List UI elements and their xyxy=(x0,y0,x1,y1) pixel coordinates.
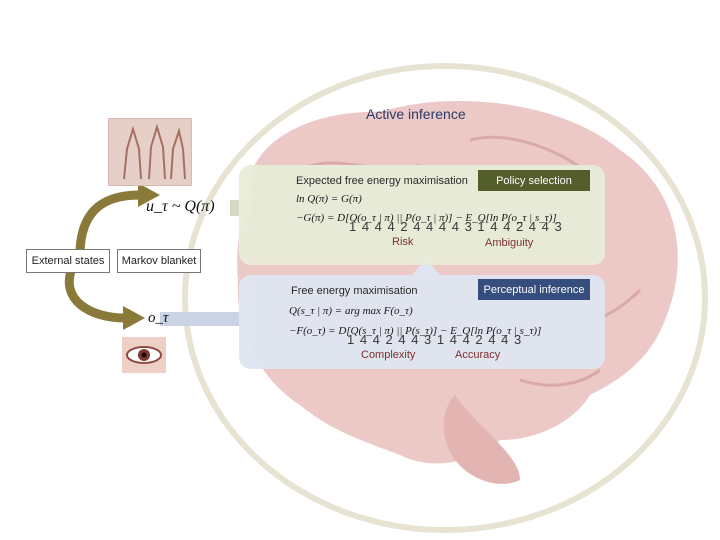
perceptual-inference-tag: Perceptual inference xyxy=(478,279,590,300)
policy-underbraces: 1 4 4 4 2 4 4 4 4 3 1 4 4 2 4 4 3 xyxy=(349,219,563,234)
markov-blanket-label: Markov blanket xyxy=(117,249,201,273)
policy-selection-panel: Expected free energy maximisation Policy… xyxy=(239,165,605,265)
policy-equation-1: ln Q(π) = G(π) xyxy=(296,193,362,205)
ambiguity-label: Ambiguity xyxy=(485,237,534,249)
eye-icon xyxy=(122,337,166,373)
policy-selection-tag: Policy selection xyxy=(478,170,590,191)
perceptual-panel-heading: Free energy maximisation xyxy=(291,285,418,297)
outer-ring xyxy=(182,63,708,533)
arrow-from-observation xyxy=(64,266,126,323)
up-arrow xyxy=(412,259,440,275)
risk-label: Risk xyxy=(392,236,414,248)
observation-equation: o_τ xyxy=(148,310,169,326)
action-equation: u_τ ~ Q(π) xyxy=(146,198,215,215)
complexity-label: Complexity xyxy=(361,349,416,361)
arrow-to-action xyxy=(75,190,141,256)
perceptual-equation-1: Q(s_τ | π) = arg max F(o_τ) xyxy=(289,305,413,317)
perceptual-inference-panel: Free energy maximisation Perceptual infe… xyxy=(239,275,605,369)
connector-observation xyxy=(160,312,250,326)
policy-equation-2: −G(π) = D[Q(o_τ | π) || P(o_τ | π)] − E_… xyxy=(296,212,557,224)
policy-panel-heading: Expected free energy maximisation xyxy=(296,175,468,187)
perceptual-equation-2: −F(o_τ) = D[Q(s_τ | π) || P(s_τ)] − E_Q[… xyxy=(289,325,542,337)
external-states-label: External states xyxy=(26,249,110,273)
diagram-title: Active inference xyxy=(366,106,466,122)
perceptual-underbraces: 1 4 4 2 4 4 3 1 4 4 2 4 4 3 xyxy=(347,332,523,347)
anatomy-figure-icon xyxy=(108,118,192,186)
accuracy-label: Accuracy xyxy=(455,349,501,361)
